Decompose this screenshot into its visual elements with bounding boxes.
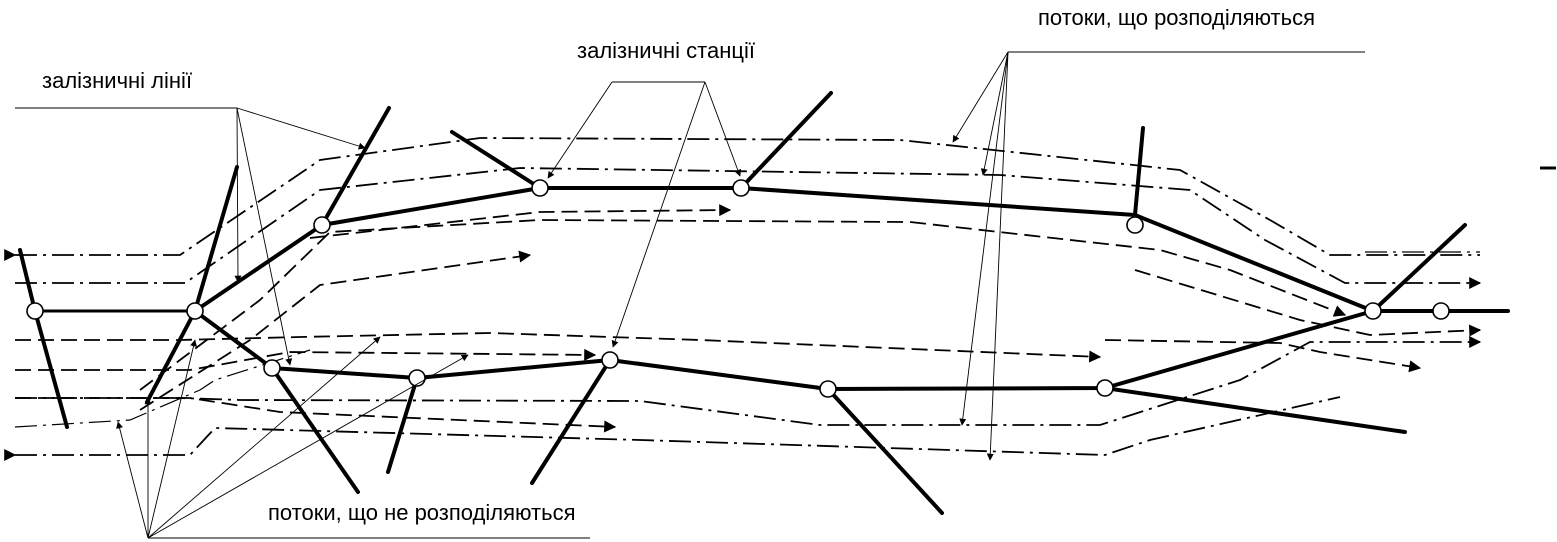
leader-arrow [147, 339, 197, 539]
rail-line-branch [530, 358, 612, 485]
leader-arrow [980, 51, 1009, 176]
leader-arrow [952, 51, 1009, 143]
label-railway-stations: залізничні станції [577, 38, 755, 63]
leader-arrow [611, 81, 706, 348]
leader-arrow [959, 51, 1009, 426]
leader-arrow [234, 107, 242, 283]
leader-arrow [704, 81, 742, 177]
flow-line [1134, 269, 1482, 337]
station [531, 179, 549, 197]
flow-line [15, 167, 1482, 289]
flow-line [309, 204, 732, 239]
leader-arrow [147, 354, 469, 539]
leader-arrow [236, 107, 366, 150]
station [732, 179, 750, 197]
flow-line [4, 396, 1341, 461]
rail-line-branch [450, 130, 542, 190]
station [1096, 379, 1114, 397]
leader-arrow [147, 336, 381, 539]
station [1364, 302, 1382, 320]
leader-arrow [116, 421, 149, 539]
rail-line-branch [1103, 386, 1407, 434]
leader-arrow [236, 107, 293, 366]
leader-lines [15, 51, 1365, 539]
flow-line [15, 397, 617, 433]
rail-line-branch [270, 366, 360, 494]
leader-arrow [986, 51, 1009, 461]
rail-line-branch [1133, 126, 1145, 217]
station [313, 216, 331, 234]
flow-line [15, 336, 1482, 426]
station [1126, 216, 1144, 234]
label-undistributed-flows: потоки, що не розподіляються [268, 500, 575, 525]
flow-line [139, 219, 1347, 391]
railway-lines [18, 91, 1510, 515]
rail-line-branch [826, 387, 944, 515]
station [26, 302, 44, 320]
railway-stations [26, 179, 1450, 398]
rail-line-branch [1371, 223, 1467, 313]
station [186, 302, 204, 320]
station [819, 380, 837, 398]
station [263, 359, 281, 377]
station [1432, 302, 1450, 320]
rail-line-left-branch [18, 248, 69, 429]
rail-line-branch [145, 165, 239, 404]
rail-line-main-upper [193, 186, 1375, 313]
label-distributed-flows: потоки, що розподіляються [1038, 5, 1315, 30]
station [408, 369, 426, 387]
leader-arrow [547, 81, 613, 179]
rail-line-branch [386, 376, 419, 474]
flow-lines [4, 137, 1482, 461]
flow-line [139, 250, 532, 411]
rail-line-branch [320, 106, 391, 227]
label-railway-lines: залізничні лінії [42, 68, 192, 93]
station [601, 351, 619, 369]
rail-line-main-lower [193, 309, 1510, 391]
flow-line [15, 332, 1102, 363]
rail-line-branch [739, 91, 833, 190]
flow-line [14, 349, 311, 428]
flow-line [15, 348, 597, 371]
flow-line [4, 137, 1480, 261]
